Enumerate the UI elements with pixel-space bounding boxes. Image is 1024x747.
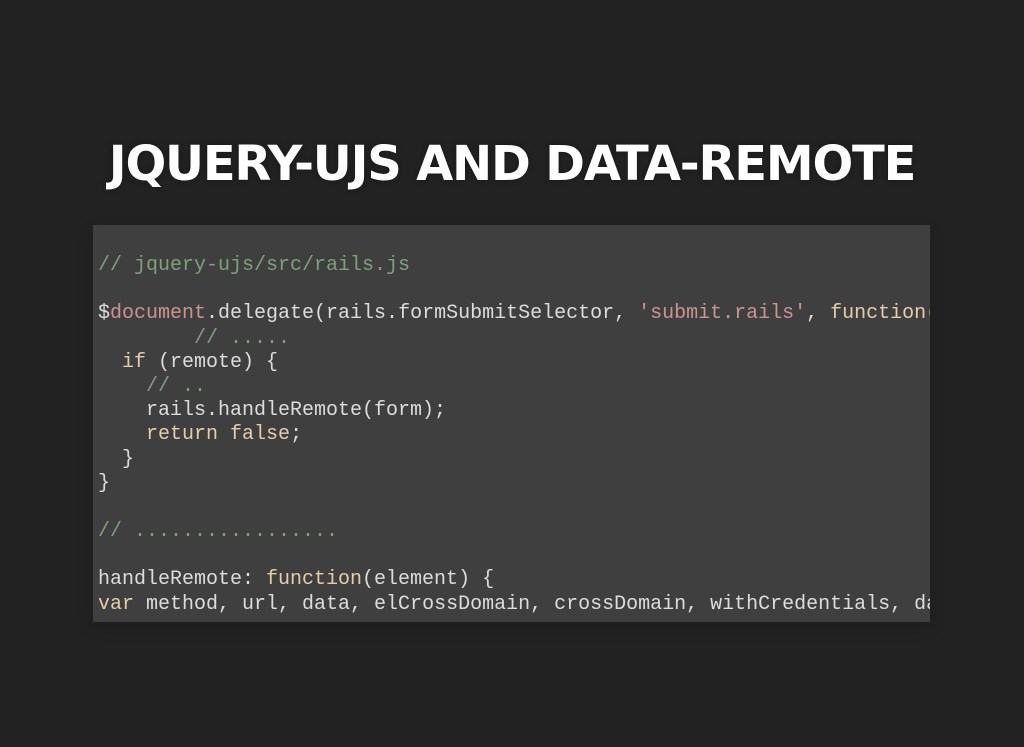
code-token: } [98,471,111,495]
code-token: false [230,423,291,447]
code-line: if (remote) { [98,351,930,375]
code-line: } [98,448,930,472]
code-token: document [110,302,207,326]
code-token: var [98,592,135,616]
code-token: .delegate(rails.formSubmitSelector, [206,302,639,326]
code-token: , [806,302,831,326]
code-token: // ..... [98,326,291,350]
code-line: handleRemote: function(element) { [98,568,930,592]
code-token [98,351,122,374]
code-token: // ................. [98,520,339,544]
code-token: (remote) { [146,350,279,374]
code-token: 'submit.rails' [638,302,807,326]
code-token: // jquery-ujs/src/rails.js [98,254,411,277]
code-token: return [146,423,219,447]
code-line: rails.handleRemote(form); [98,399,930,423]
code-token: function [266,568,363,592]
code-token: if [122,350,147,374]
code-line [98,544,930,568]
code-token [218,423,230,446]
code-token: function(e) { [830,302,930,326]
slide-title: JQUERY-UJS AND DATA-REMOTE [108,136,917,192]
code-token: rails.handleRemote(form); [98,399,447,423]
code-line: $document.delegate(rails.formSubmitSelec… [98,302,930,326]
code-line: // .. [98,375,930,399]
code-token: (element) { [362,568,495,592]
code-token: // .. [98,374,207,398]
code-line: } [98,472,930,496]
code-line: // ................. [98,520,930,544]
code-token: method, url, data, elCrossDomain, crossD… [134,592,930,616]
code-listing: // jquery-ujs/src/rails.js $document.del… [93,225,930,617]
code-token: $ [98,302,111,326]
code-block: // jquery-ujs/src/rails.js $document.del… [93,225,930,622]
code-token: ; [290,423,303,447]
code-line: var method, url, data, elCrossDomain, cr… [98,593,930,617]
code-token: } [98,447,135,471]
code-line: // jquery-ujs/src/rails.js [98,254,930,278]
code-line: // ..... [98,327,930,351]
code-line [98,496,930,520]
code-token [98,423,146,446]
code-line: return false; [98,423,930,447]
code-line [98,278,930,302]
code-token: handleRemote: [98,568,267,592]
